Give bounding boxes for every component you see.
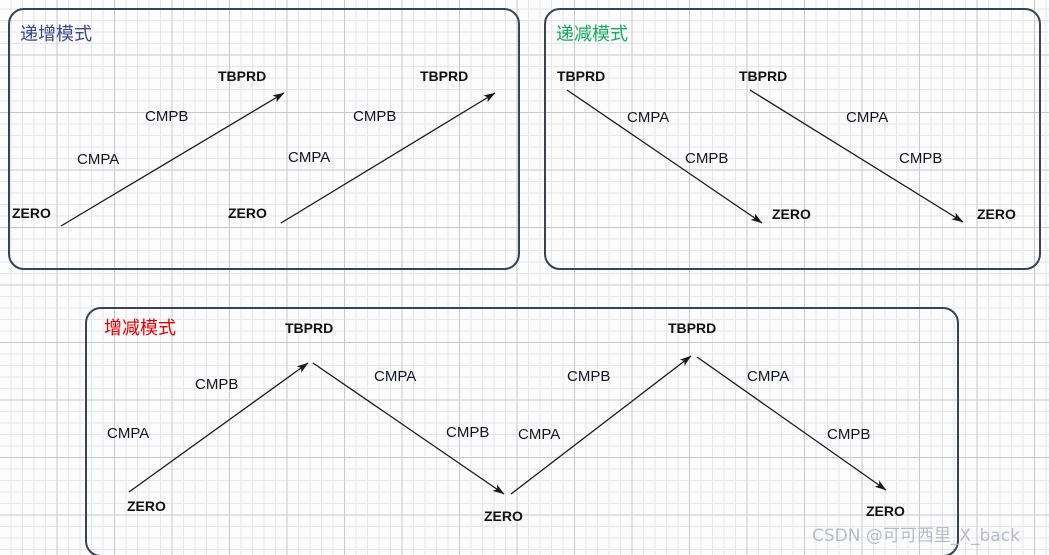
panel-title-down-count-mode: 递减模式	[556, 24, 628, 45]
edge-label-cmpb: CMPB	[353, 108, 397, 125]
edge-label-cmpb: CMPB	[446, 424, 490, 441]
node-label-tbprd: TBPRD	[285, 320, 334, 336]
panel-down-count-mode	[544, 8, 1041, 270]
node-label-zero: ZERO	[977, 206, 1016, 222]
edge-label-cmpb: CMPB	[685, 150, 729, 167]
node-label-zero: ZERO	[228, 205, 267, 221]
edge-label-cmpa: CMPA	[374, 368, 417, 385]
panel-title-up-count-mode: 递增模式	[20, 24, 92, 45]
edge-label-cmpa: CMPA	[518, 426, 561, 443]
node-label-tbprd: TBPRD	[668, 320, 717, 336]
edge-label-cmpa: CMPA	[747, 368, 790, 385]
node-label-tbprd: TBPRD	[739, 68, 788, 84]
node-label-zero: ZERO	[772, 206, 811, 222]
node-label-tbprd: TBPRD	[218, 68, 267, 84]
node-label-tbprd: TBPRD	[420, 68, 469, 84]
csdn-watermark: CSDN @可可西里_X_back	[812, 526, 1020, 546]
edge-label-cmpa: CMPA	[846, 109, 889, 126]
edge-label-cmpb: CMPB	[827, 426, 871, 443]
edge-label-cmpa: CMPA	[288, 149, 331, 166]
edge-label-cmpa: CMPA	[627, 109, 670, 126]
node-label-zero: ZERO	[127, 498, 166, 514]
edge-label-cmpb: CMPB	[195, 376, 239, 393]
node-label-zero: ZERO	[12, 205, 51, 221]
panel-up-down-count-mode	[85, 307, 959, 555]
edge-label-cmpa: CMPA	[77, 151, 120, 168]
edge-label-cmpa: CMPA	[107, 425, 150, 442]
panel-up-count-mode	[8, 8, 520, 270]
edge-label-cmpb: CMPB	[145, 108, 189, 125]
node-label-zero: ZERO	[484, 508, 523, 524]
edge-label-cmpb: CMPB	[899, 150, 943, 167]
edge-label-cmpb: CMPB	[567, 368, 611, 385]
node-label-tbprd: TBPRD	[557, 68, 606, 84]
node-label-zero: ZERO	[866, 503, 905, 519]
panel-title-up-down-count-mode: 增减模式	[104, 318, 176, 339]
